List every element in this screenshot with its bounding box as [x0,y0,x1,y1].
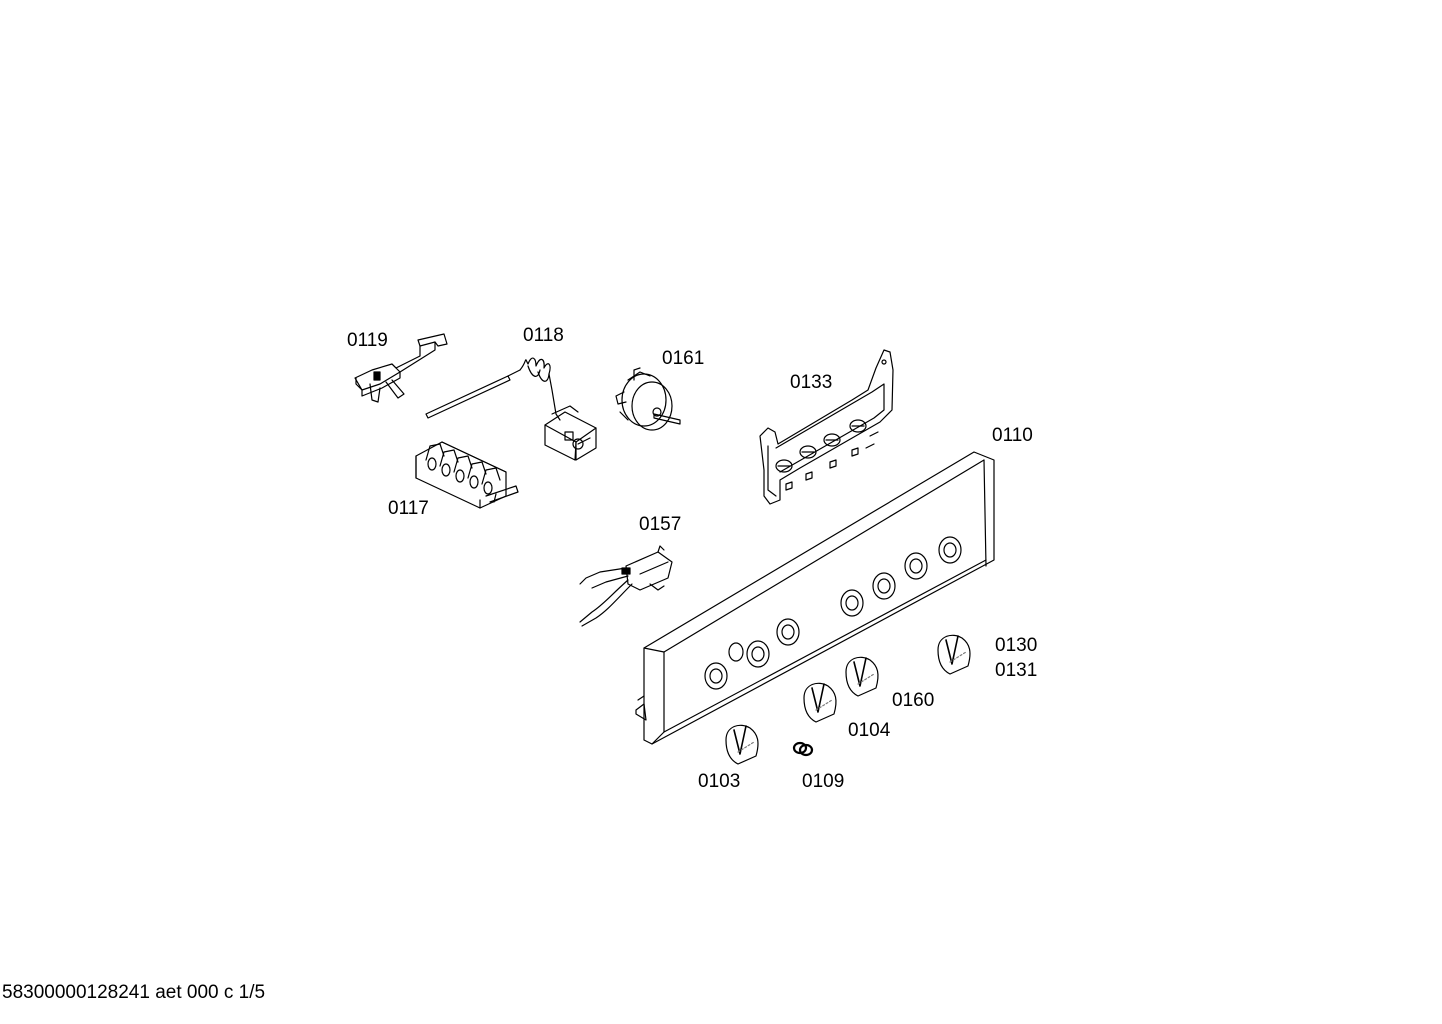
part-0157-drawing [580,546,672,626]
part-0119-drawing [355,334,447,402]
document-reference: 58300000128241 aet 000 c 1/5 [2,982,266,1003]
part-label-0131[interactable]: 0131 [995,660,1038,681]
part-0110-drawing [636,452,994,744]
part-label-0160[interactable]: 0160 [892,690,935,711]
knob-0103-drawing [726,725,758,764]
part-0118-drawing [426,358,596,460]
knob-0130-drawing [938,635,970,674]
part-0133-drawing [760,350,893,504]
part-label-0103[interactable]: 0103 [698,771,741,792]
part-label-0118[interactable]: 0118 [523,325,564,346]
part-label-0109[interactable]: 0109 [802,771,845,792]
part-0161-drawing [616,368,680,430]
part-label-0119[interactable]: 0119 [347,330,388,351]
part-label-0117[interactable]: 0117 [388,498,429,519]
knob-0160-drawing [846,657,878,696]
part-label-0110[interactable]: 0110 [992,425,1033,446]
part-0109-drawing [794,743,812,755]
part-label-0161[interactable]: 0161 [662,348,705,369]
part-0117-drawing [416,442,518,508]
part-label-0130[interactable]: 0130 [995,635,1038,656]
part-label-0104[interactable]: 0104 [848,720,891,741]
knob-0104-drawing [804,683,836,722]
part-label-0157[interactable]: 0157 [639,514,682,535]
part-label-0133[interactable]: 0133 [790,372,833,393]
